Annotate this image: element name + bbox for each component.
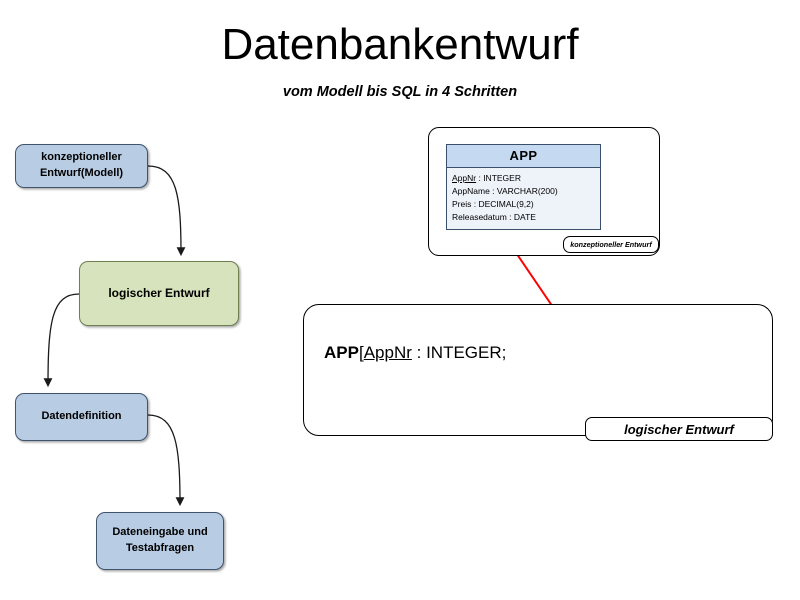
relation-name: APP [324,343,359,362]
flow-step-logischer-entwurf[interactable]: logischer Entwurf [79,261,239,326]
attribute-type: DECIMAL(9,2) [478,198,534,209]
attribute-name: AppNr [452,173,477,183]
entity-attribute-row: Preis : DECIMAL(9,2) [452,198,600,211]
relation-separator: : [411,343,427,362]
stage-tag-konzeptioneller-entwurf: konzeptioneller Entwurf [563,236,659,253]
conceptual-design-panel: APP AppNr : INTEGER AppName : VARCHAR(20… [428,127,660,256]
entity-attribute-list: AppNr : INTEGER AppName : VARCHAR(200) P… [447,168,600,229]
entity-attribute-row: AppNr : INTEGER [452,172,600,185]
flow-step-label: konzeptioneller Entwurf(Modell) [40,150,123,182]
flow-step-label: logischer Entwurf [108,285,210,300]
attribute-separator: : [489,185,497,196]
attribute-type: VARCHAR(200) [496,185,558,196]
relation-expression: APP[AppNr : INTEGER; [324,343,506,363]
flow-step-label-line2: Testabfragen [125,542,195,554]
connector-step1-step2 [147,165,186,257]
connector-step3-step4 [147,414,185,507]
connector-step2-step3 [43,293,80,388]
attribute-type: INTEGER [483,173,521,183]
attribute-separator: : [506,211,514,222]
flow-step-label-line2: Entwurf(Modell) [39,167,124,179]
flow-step-label: Datendefinition [41,410,122,423]
page-subtitle: vom Modell bis SQL in 4 Schritten [282,84,518,100]
page-title: Datenbankentwurf [221,20,579,69]
open-bracket: [ [358,343,364,362]
flow-step-dateneingabe-testabfragen[interactable]: Dateneingabe und Testabfragen [96,512,224,570]
entity-name: APP [447,145,600,168]
attribute-name: Releasedatum [452,211,507,222]
attribute-name: AppName [452,185,490,196]
flow-step-konzeptioneller-entwurf[interactable]: konzeptioneller Entwurf(Modell) [15,144,148,188]
flow-step-datendefinition[interactable]: Datendefinition [15,393,148,441]
relation-key-attribute: AppNr [363,343,412,362]
logical-design-panel: APP[AppNr : INTEGER; [303,304,773,436]
attribute-name: Preis [452,198,472,209]
relation-key-type: INTEGER; [426,343,507,362]
flow-step-label-line1: Dateneingabe und [112,526,208,539]
entity-table-app: APP AppNr : INTEGER AppName : VARCHAR(20… [446,144,601,230]
entity-attribute-row: AppName : VARCHAR(200) [452,185,600,198]
attribute-separator: : [476,173,484,183]
entity-attribute-row: Releasedatum : DATE [452,211,600,224]
flow-step-label-line1: konzeptioneller [41,151,122,164]
attribute-separator: : [471,198,479,209]
stage-tag-logischer-entwurf: logischer Entwurf [585,417,773,441]
flow-step-label: Dateneingabe und Testabfragen [112,525,207,557]
attribute-type: DATE [513,211,536,222]
